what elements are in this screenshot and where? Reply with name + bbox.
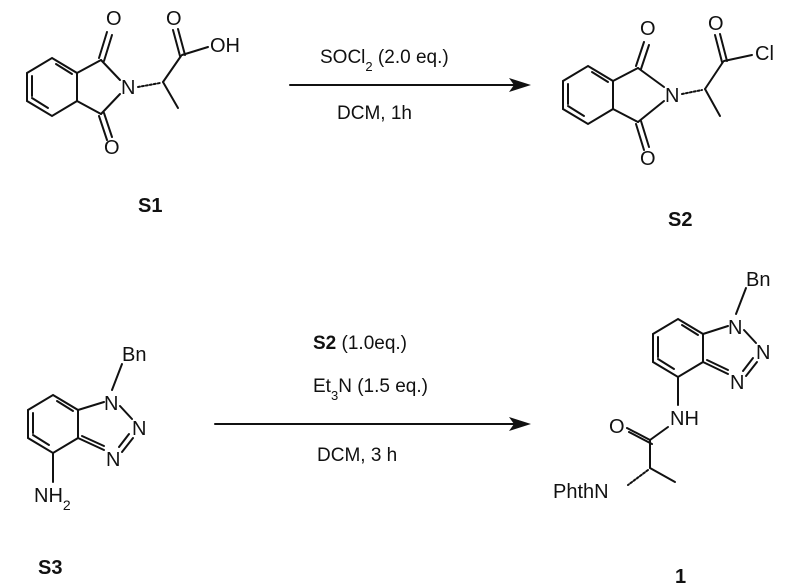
s3-amino-group: NH2 xyxy=(34,485,71,513)
s2-carbonyl-oxygen-top: O xyxy=(640,18,656,40)
s2-side-chain xyxy=(681,33,753,117)
reaction2-reagent1: S2 (1.0eq.) xyxy=(313,333,407,354)
p1-benzene-ring xyxy=(652,317,704,379)
s3-label: S3 xyxy=(38,557,62,579)
s2-carbonyl-oxygen-bottom: O xyxy=(640,148,656,170)
s1-carbonyl-oxygen-top: O xyxy=(106,8,122,30)
p1-triazole-n2: N xyxy=(756,342,770,364)
s3-benzyl-group: Bn xyxy=(122,344,146,366)
compound-1: Bn N N N NH O PhthN 1 xyxy=(553,269,770,588)
s3-triazole-n2: N xyxy=(132,418,146,440)
p1-triazole-n1: N xyxy=(728,317,742,339)
reaction1-conditions: DCM, 1h xyxy=(337,103,412,124)
s3-benzene-ring xyxy=(27,393,79,455)
compound-s3: Bn N N N NH2 S3 xyxy=(27,344,146,579)
s3-benzyl-bond xyxy=(111,363,123,391)
s2-label: S2 xyxy=(668,209,692,231)
s1-carbonyl-oxygen-bottom: O xyxy=(104,137,120,159)
p1-amide-oxygen: O xyxy=(609,416,625,438)
compound-s2: O O N O Cl S2 xyxy=(562,13,774,231)
reaction2-conditions: DCM, 3 h xyxy=(317,445,397,466)
p1-phthalimido-group: PhthN xyxy=(553,481,609,503)
s1-hydroxyl: OH xyxy=(210,35,240,57)
s2-benzene-ring xyxy=(562,64,614,126)
reaction2-reagent2: Et3N (1.5 eq.) xyxy=(313,376,428,403)
s1-imide-ring xyxy=(76,31,121,141)
p1-label: 1 xyxy=(675,566,686,588)
s2-acyl-oxygen: O xyxy=(708,13,724,35)
p1-benzyl-bond xyxy=(735,287,747,315)
p1-benzyl-group: Bn xyxy=(746,269,770,291)
s1-benzene-ring xyxy=(26,56,78,118)
s3-triazole-ring xyxy=(77,401,134,453)
p1-triazole-ring xyxy=(702,325,758,377)
s1-acid-carbonyl-oxygen: O xyxy=(166,8,182,30)
s3-triazole-n3: N xyxy=(106,449,120,471)
p1-amide-nh: NH xyxy=(670,408,699,430)
s1-label: S1 xyxy=(138,195,162,217)
s2-imide-ring xyxy=(612,41,665,151)
reaction-arrow-2 xyxy=(214,417,531,431)
s2-imide-nitrogen: N xyxy=(665,85,679,107)
p1-amide-chain xyxy=(626,376,679,486)
p1-triazole-n3: N xyxy=(730,372,744,394)
s2-chlorine: Cl xyxy=(755,43,774,65)
compound-s1: O O N O OH S1 xyxy=(26,8,240,217)
s3-triazole-n1: N xyxy=(104,393,118,415)
s1-side-chain xyxy=(137,28,209,109)
reaction-arrow-1 xyxy=(289,78,531,92)
s1-imide-nitrogen: N xyxy=(121,77,135,99)
reaction1-reagent: SOCl2 (2.0 eq.) xyxy=(320,47,449,74)
